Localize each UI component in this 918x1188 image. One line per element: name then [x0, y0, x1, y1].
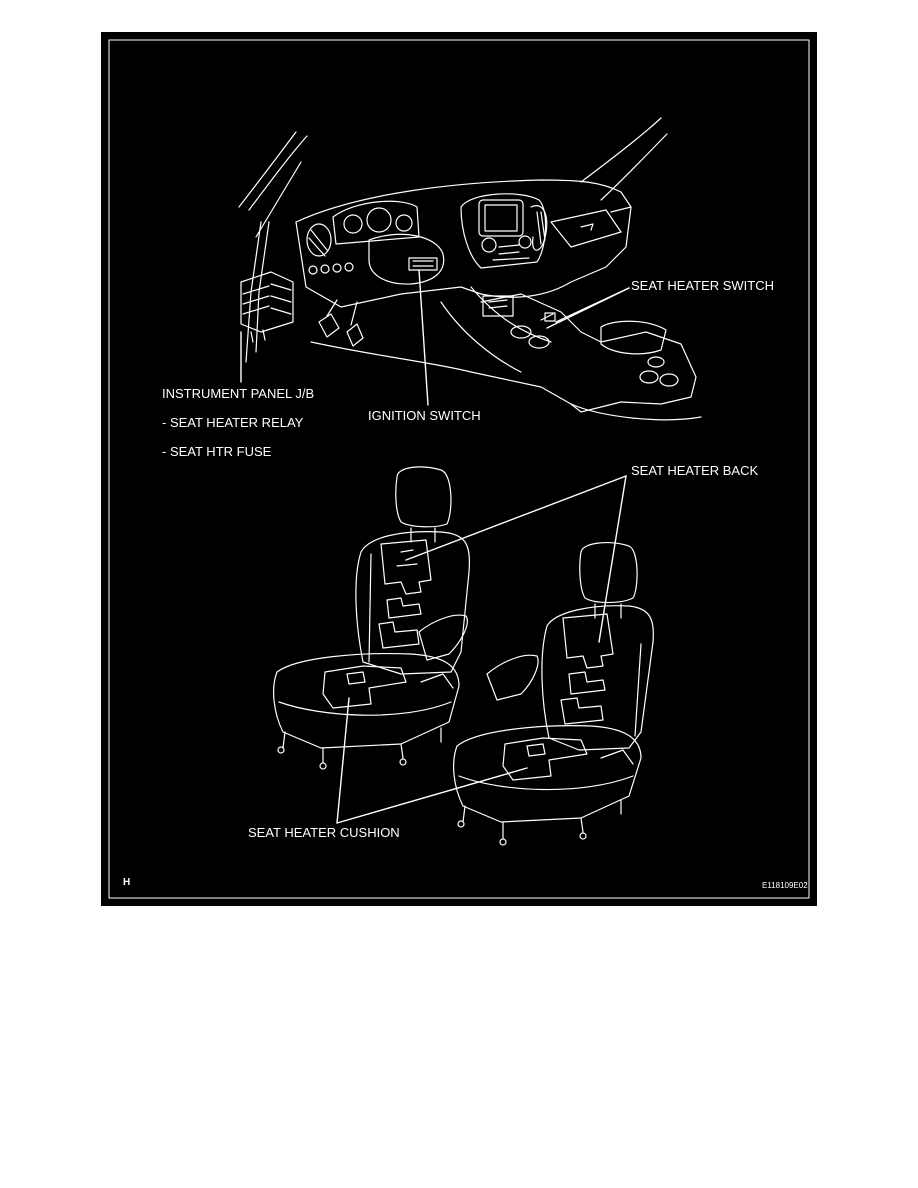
label-instrument-panel-jb: INSTRUMENT PANEL J/B	[162, 386, 315, 401]
corner-mark: H	[123, 877, 131, 888]
leader-switch-2	[546, 287, 630, 329]
diagram-artwork	[108, 39, 810, 899]
label-seat-heater-cushion: SEAT HEATER CUSHION	[248, 825, 400, 840]
label-seat-heater-back: SEAT HEATER BACK	[631, 463, 759, 478]
inner-frame	[108, 39, 810, 899]
leader-ignition	[418, 269, 429, 406]
dashboard-illustration	[238, 117, 702, 421]
leader-cushion-right	[336, 767, 528, 824]
label-seat-heater-switch: SEAT HEATER SWITCH	[631, 278, 775, 293]
leader-back-right	[598, 475, 627, 643]
label-seat-heater-relay: - SEAT HEATER RELAY	[162, 415, 304, 430]
leader-lines	[240, 269, 630, 824]
leader-cushion-left	[336, 697, 350, 824]
label-ignition-switch: IGNITION SWITCH	[368, 408, 481, 423]
seat-left-illustration	[273, 466, 470, 770]
leader-back-left	[405, 475, 627, 561]
label-seat-htr-fuse: - SEAT HTR FUSE	[162, 444, 272, 459]
diagram-figure: SEAT HEATER SWITCH INSTRUMENT PANEL J/B …	[101, 32, 817, 906]
seat-right-illustration	[453, 542, 654, 846]
figure-code: E118109E02	[762, 881, 808, 890]
